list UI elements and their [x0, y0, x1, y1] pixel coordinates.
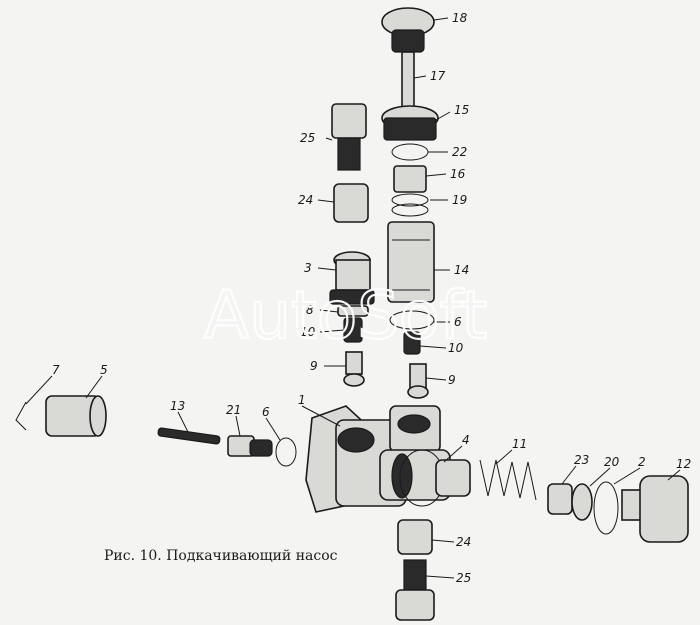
label-20: 20 [604, 455, 620, 469]
label-9-right: 9 [448, 373, 456, 387]
label-16: 16 [450, 167, 466, 181]
figure-caption: Рис. 10. Подкачивающий насос [104, 548, 338, 564]
nut-15 [381, 105, 439, 141]
leader-lines [25, 17, 681, 579]
label-24-bottom: 24 [456, 535, 471, 549]
ring-22 [391, 143, 429, 161]
label-3: 3 [304, 261, 312, 275]
bolt-25-bottom [395, 559, 435, 621]
fitting-3 [329, 251, 375, 305]
label-17: 17 [430, 69, 446, 83]
pin-7 [15, 401, 27, 431]
label-21: 21 [226, 403, 241, 417]
cap-20 [571, 483, 593, 521]
cylinder-14 [387, 221, 435, 303]
label-4: 4 [462, 433, 470, 447]
label-11: 11 [512, 437, 527, 451]
valve-9-right [407, 363, 429, 399]
rod-13 [157, 427, 221, 445]
bushing-16 [393, 165, 427, 193]
washer-6-right [389, 310, 435, 330]
bolt-25-top [331, 103, 367, 171]
spring-11 [479, 459, 537, 501]
plug-12 [621, 475, 689, 543]
label-10-right: 10 [448, 341, 464, 355]
label-23: 23 [574, 453, 589, 467]
sleeve-5 [45, 395, 107, 437]
label-25-bottom: 25 [456, 571, 471, 585]
valve-10-right [403, 331, 421, 355]
sleeve-24-bottom [397, 519, 433, 555]
label-15: 15 [454, 103, 469, 117]
label-13: 13 [170, 399, 185, 413]
rod-17 [401, 51, 415, 111]
washer-6-left [275, 437, 297, 467]
label-6-left: 6 [262, 405, 270, 419]
part-labels: 18 17 15 25 22 16 24 19 3 14 8 10 6 10 9… [52, 11, 691, 585]
label-1: 1 [298, 393, 306, 407]
pump-body-1 [305, 405, 451, 513]
label-8: 8 [306, 303, 314, 317]
part-8 [337, 305, 369, 317]
label-14: 14 [454, 263, 469, 277]
valve-9-left [343, 351, 365, 387]
knob-18 [381, 7, 435, 53]
sleeve-24-top [333, 183, 369, 223]
cap-23 [547, 483, 573, 515]
ring-2 [593, 481, 619, 535]
label-12: 12 [676, 457, 691, 471]
label-10-left: 10 [300, 325, 316, 339]
label-25-top: 25 [300, 131, 315, 145]
label-5: 5 [100, 363, 108, 377]
label-22: 22 [452, 145, 467, 159]
label-6-right: 6 [454, 315, 462, 329]
label-19: 19 [452, 193, 467, 207]
label-9-left: 9 [310, 359, 318, 373]
label-2: 2 [638, 455, 646, 469]
piston-4 [435, 459, 471, 497]
label-24-top: 24 [298, 193, 313, 207]
watermark: AutoSoft [204, 277, 487, 354]
fitting-21 [227, 435, 273, 457]
spring-19 [391, 193, 429, 217]
label-7: 7 [52, 363, 60, 377]
label-18: 18 [452, 11, 468, 25]
